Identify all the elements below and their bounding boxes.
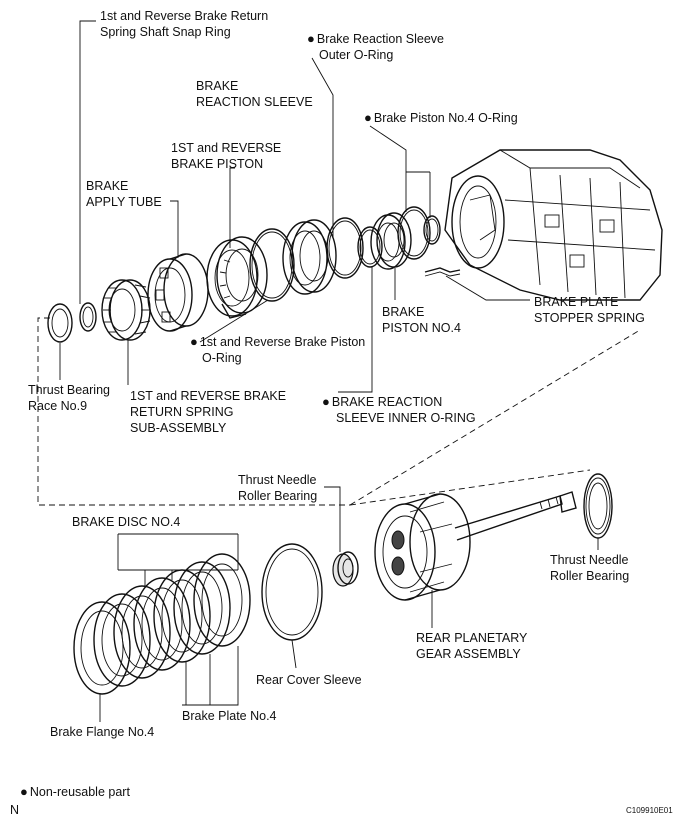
label-disc4-line1: BRAKE DISC NO.4 [72, 515, 181, 529]
label-rev-piston-line2: BRAKE PISTON [171, 157, 264, 171]
return-spring-sub-assembly [101, 279, 151, 341]
return-spring-shaft-snap-ring [79, 302, 97, 332]
reaction-sleeve-inner-o-ring [357, 226, 383, 268]
brake-disc-no4-callout [117, 533, 239, 586]
rear-cover-sleeve [261, 543, 323, 641]
label-flange4-line1: Brake Flange No.4 [50, 725, 155, 739]
label-reaction-sleeve-line1: BRAKE [196, 79, 239, 93]
label-planetary: REAR PLANETARY GEAR ASSEMBLY [416, 630, 527, 662]
label-race9-line2: Race No.9 [28, 399, 88, 413]
label-sleeve-outer-o-ring-line1: Brake Reaction Sleeve [307, 31, 444, 47]
reaction-sleeve-outer-o-ring [326, 217, 364, 279]
center-bearing-leader [324, 486, 341, 552]
label-cover-sleeve-line1: Rear Cover Sleeve [256, 673, 362, 687]
label-needle-top-line1: Thrust Needle [238, 473, 317, 487]
label-piston4-o-ring: Brake Piston No.4 O-Ring [364, 110, 518, 126]
brake-disc-plate-pack [73, 553, 251, 695]
label-flange4: Brake Flange No.4 [50, 724, 154, 740]
rear-planetary-gear-assembly [374, 491, 577, 601]
label-stopper-spring: BRAKE PLATE STOPPER SPRING [534, 294, 645, 326]
label-sleeve-outer-o-ring-line2: Outer O-Ring [319, 48, 394, 62]
brake-apply-tube [147, 253, 209, 332]
label-plate4-line1: Brake Plate No.4 [182, 709, 277, 723]
label-rev-piston-o-ring: 1st and Reverse Brake Piston O-Ring [190, 334, 365, 366]
footer-north-marker: N [10, 802, 19, 818]
first-reverse-brake-piston [206, 236, 268, 319]
label-stopper-spring-line2: STOPPER SPRING [534, 311, 645, 325]
label-apply-tube-line1: BRAKE [86, 179, 129, 193]
label-piston4-line2: PISTON NO.4 [382, 321, 461, 335]
label-snap-ring: 1st and Reverse Brake Return Spring Shaf… [100, 8, 268, 40]
label-rev-piston-line1: 1ST and REVERSE [171, 141, 282, 155]
label-apply-tube-line2: APPLY TUBE [86, 195, 162, 209]
label-inner-o-ring: BRAKE REACTION SLEEVE INNER O-RING [322, 394, 476, 426]
leader-lines-upper [59, 20, 530, 393]
label-needle-top-line2: Roller Bearing [238, 489, 318, 503]
label-planetary-line2: GEAR ASSEMBLY [416, 647, 521, 661]
thrust-needle-bearing-center [332, 551, 359, 587]
label-stopper-spring-line1: BRAKE PLATE [534, 295, 619, 309]
brake-piston-no4-o-rings [397, 206, 441, 260]
label-needle-right: Thrust Needle Roller Bearing [550, 552, 629, 584]
label-needle-top: Thrust Needle Roller Bearing [238, 472, 317, 504]
label-return-spring: 1ST and REVERSE BRAKE RETURN SPRING SUB-… [130, 388, 286, 436]
label-inner-o-ring-line1: BRAKE REACTION [322, 394, 476, 410]
label-sleeve-outer-o-ring: Brake Reaction Sleeve Outer O-Ring [307, 31, 444, 63]
brake-piston-no4 [370, 212, 412, 270]
alignment-dashed-lines [37, 317, 641, 506]
label-snap-ring-line1: 1st and Reverse Brake Return [100, 9, 269, 23]
footer-figure-code: C109910E01 [626, 806, 673, 816]
legend-non-reusable: Non-reusable part [20, 784, 130, 800]
label-plate4: Brake Plate No.4 [182, 708, 277, 724]
label-snap-ring-line2: Spring Shaft Snap Ring [100, 25, 231, 39]
brake-plate-stopper-spring [424, 267, 461, 277]
label-cover-sleeve: Rear Cover Sleeve [256, 672, 362, 688]
legend-non-reusable-text: Non-reusable part [20, 784, 130, 800]
label-race9: Thrust Bearing Race No.9 [28, 382, 110, 414]
label-disc4: BRAKE DISC NO.4 [72, 514, 180, 530]
thrust-needle-bearing-right [583, 473, 613, 539]
transmission-case [444, 149, 663, 301]
label-race9-line1: Thrust Bearing [28, 383, 110, 397]
footer-figure-code-text: C109910E01 [626, 806, 673, 815]
label-inner-o-ring-line2: SLEEVE INNER O-RING [336, 411, 476, 425]
label-return-spring-line2: RETURN SPRING [130, 405, 234, 419]
label-rev-piston-o-ring-line1: 1st and Reverse Brake Piston [190, 334, 365, 350]
thrust-bearing-race-9 [47, 303, 73, 343]
label-planetary-line1: REAR PLANETARY [416, 631, 528, 645]
label-apply-tube: BRAKE APPLY TUBE [86, 178, 162, 210]
label-rev-piston: 1ST and REVERSE BRAKE PISTON [171, 140, 281, 172]
footer-north-text: N [10, 803, 20, 817]
label-reaction-sleeve-line2: REACTION SLEEVE [196, 95, 313, 109]
label-return-spring-line1: 1ST and REVERSE BRAKE [130, 389, 287, 403]
label-needle-right-line1: Thrust Needle [550, 553, 629, 567]
label-piston4-o-ring-line1: Brake Piston No.4 O-Ring [364, 110, 518, 126]
label-reaction-sleeve: BRAKE REACTION SLEEVE [196, 78, 313, 110]
label-piston4: BRAKE PISTON NO.4 [382, 304, 461, 336]
rear-cover-sleeve-leader [291, 639, 297, 669]
label-piston4-line1: BRAKE [382, 305, 425, 319]
label-rev-piston-o-ring-line2: O-Ring [202, 351, 242, 365]
brake-plate-no4-leaders [182, 646, 239, 706]
label-needle-right-line2: Roller Bearing [550, 569, 630, 583]
brake-reaction-sleeve [282, 219, 337, 295]
label-return-spring-line3: SUB-ASSEMBLY [130, 421, 227, 435]
